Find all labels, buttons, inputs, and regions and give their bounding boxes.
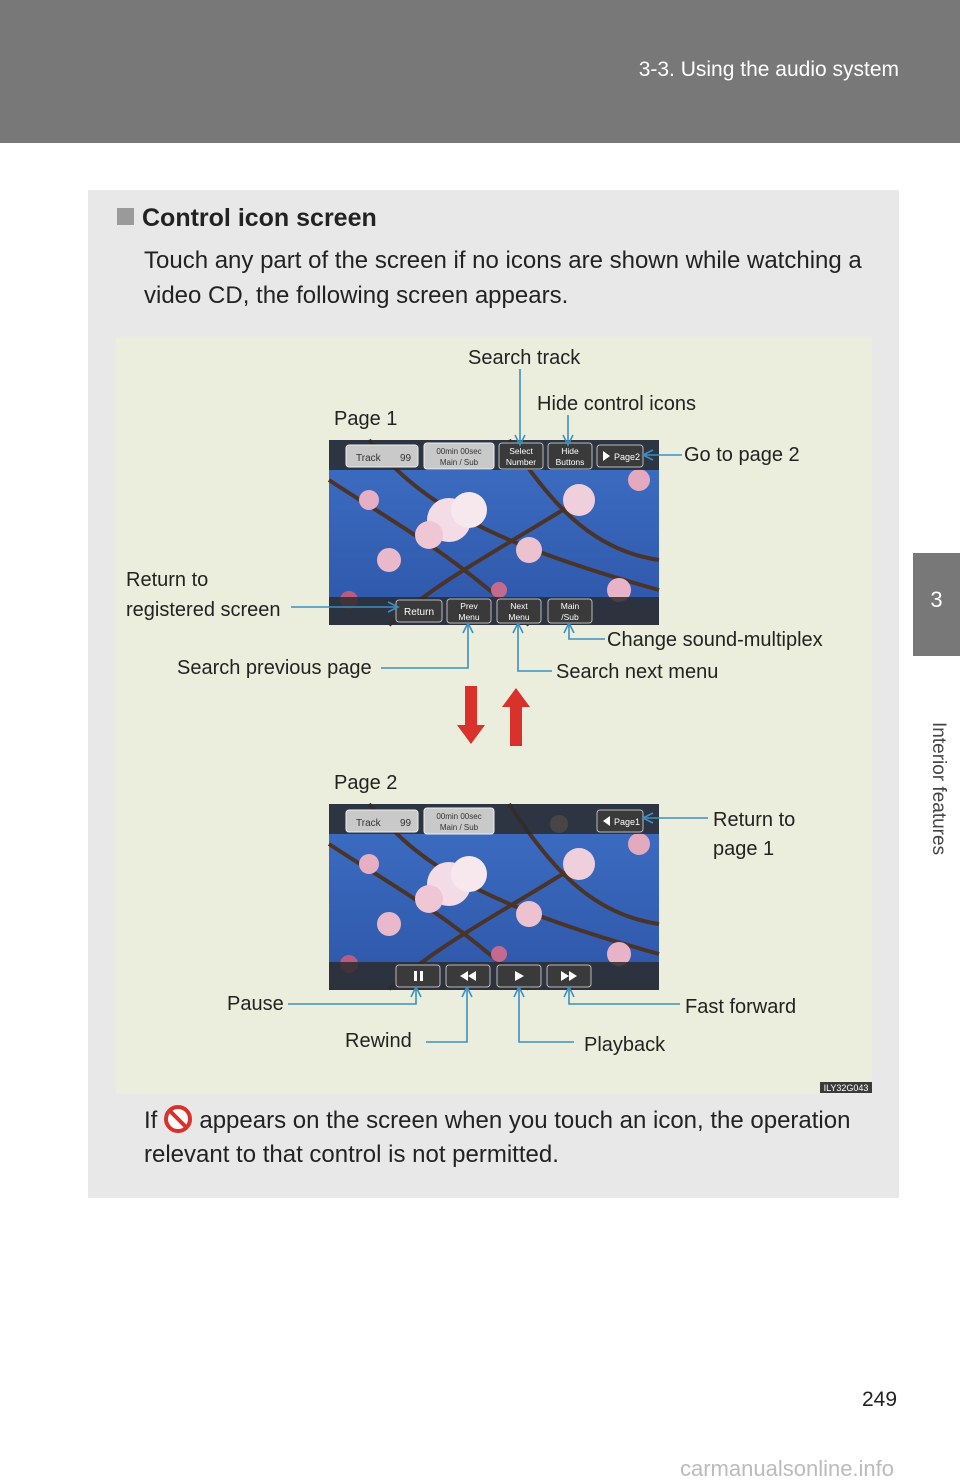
callout-rewind: Rewind xyxy=(345,1030,412,1052)
time-line1: 00min 00sec xyxy=(436,447,481,456)
pause-icon xyxy=(414,971,417,981)
play-icon xyxy=(515,971,524,981)
playback-button[interactable] xyxy=(496,964,542,988)
svg-text:Hide: Hide xyxy=(561,446,579,456)
svg-text:99: 99 xyxy=(400,818,412,829)
rewind-button[interactable] xyxy=(445,964,491,988)
select-number-button[interactable]: Select Number xyxy=(498,442,544,470)
next-menu-button[interactable]: Next Menu xyxy=(496,598,542,624)
callout-search-previous-page: Search previous page xyxy=(177,657,372,679)
control-icon-figure: Track 99 00min 00sec Main / Sub Select N… xyxy=(116,337,872,1094)
svg-text:Menu: Menu xyxy=(458,612,480,622)
page-toggle-arrows xyxy=(457,686,530,746)
svg-text:Return: Return xyxy=(404,607,434,618)
callout-change-sound: Change sound-multiplex xyxy=(607,629,823,651)
svg-text:Track: Track xyxy=(356,818,382,829)
page1-callout-lines xyxy=(291,369,682,672)
time-indicator: 00min 00sec Main / Sub xyxy=(423,442,495,470)
page2-callout-lines xyxy=(288,812,708,1043)
svg-text:ILY32G043: ILY32G043 xyxy=(824,1083,869,1093)
page-number: 249 xyxy=(862,1388,898,1411)
time-line2: Main / Sub xyxy=(440,458,479,467)
chapter-tab: 3 xyxy=(913,553,960,656)
svg-text:00min 00sec: 00min 00sec xyxy=(436,812,481,821)
intro-text: Touch any part of the screen if no icons… xyxy=(144,247,862,309)
callout-pause: Pause xyxy=(227,993,284,1015)
arrow-up-icon xyxy=(502,688,530,746)
return-button[interactable]: Return xyxy=(395,599,443,623)
svg-text:/Sub: /Sub xyxy=(561,612,579,622)
svg-text:Page2: Page2 xyxy=(614,452,640,462)
main-sub-button[interactable]: Main /Sub xyxy=(547,598,593,624)
square-bullet-icon xyxy=(117,208,134,225)
callout-return-page1-line1: Return to xyxy=(713,809,795,831)
note-after: appears on the screen when you touch an … xyxy=(144,1107,851,1168)
section-title: 3-3. Using the audio system xyxy=(638,58,899,81)
page-header: 3-3. Using the audio system xyxy=(0,0,960,143)
rewind-icon xyxy=(460,971,476,981)
arrow-down-icon xyxy=(457,686,485,744)
track-indicator-page2: Track 99 xyxy=(345,809,419,833)
svg-text:Number: Number xyxy=(506,457,536,467)
page1-button[interactable]: Page1 xyxy=(596,809,644,833)
callout-fast-forward: Fast forward xyxy=(685,996,796,1018)
track-label: Track xyxy=(356,453,382,464)
page1-title: Page 1 xyxy=(334,408,397,430)
play-left-icon xyxy=(603,816,610,826)
svg-text:Page1: Page1 xyxy=(614,817,640,827)
track-number: 99 xyxy=(400,453,412,464)
callout-return-line2: registered screen xyxy=(126,599,281,621)
svg-text:Main: Main xyxy=(561,601,580,611)
page2-screen: Track 99 00min 00sec Main / Sub Page1 xyxy=(327,802,661,991)
callout-hide-control-icons: Hide control icons xyxy=(537,393,696,415)
time-indicator-page2: 00min 00sec Main / Sub xyxy=(423,807,495,835)
svg-text:Prev: Prev xyxy=(460,601,478,611)
callout-go-to-page2: Go to page 2 xyxy=(684,444,800,466)
note-before: If xyxy=(144,1107,158,1134)
svg-text:Main / Sub: Main / Sub xyxy=(440,823,479,832)
chapter-number: 3 xyxy=(930,587,943,612)
fast-forward-button[interactable] xyxy=(546,964,592,988)
callout-search-track: Search track xyxy=(468,347,581,369)
figure-svg: Track 99 00min 00sec Main / Sub Select N… xyxy=(126,347,872,1093)
page2-title: Page 2 xyxy=(334,772,397,794)
prohibited-icon xyxy=(164,1105,193,1133)
svg-text:Next: Next xyxy=(510,601,528,611)
watermark: carmanualsonline.info xyxy=(680,1456,895,1481)
heading-text: Control icon screen xyxy=(142,204,377,232)
prev-menu-button[interactable]: Prev Menu xyxy=(446,598,492,624)
figure-code: ILY32G043 xyxy=(820,1082,872,1093)
svg-text:Select: Select xyxy=(509,446,533,456)
chapter-label: Interior features xyxy=(928,722,949,856)
callout-return-page1-line2: page 1 xyxy=(713,838,774,860)
callout-playback: Playback xyxy=(584,1034,666,1056)
fast-forward-icon xyxy=(561,971,577,981)
page1-screen: Track 99 00min 00sec Main / Sub Select N… xyxy=(327,438,661,627)
hide-buttons-button[interactable]: Hide Buttons xyxy=(547,442,593,470)
track-indicator: Track 99 xyxy=(345,444,419,468)
page2-button[interactable]: Page2 xyxy=(596,444,644,468)
svg-text:Menu: Menu xyxy=(508,612,530,622)
callout-search-next-menu: Search next menu xyxy=(556,661,718,683)
play-right-icon xyxy=(603,451,610,461)
section-heading: Control icon screen xyxy=(117,204,377,233)
callout-return-line1: Return to xyxy=(126,569,208,591)
pause-button[interactable] xyxy=(395,964,441,988)
svg-text:Buttons: Buttons xyxy=(556,457,585,467)
